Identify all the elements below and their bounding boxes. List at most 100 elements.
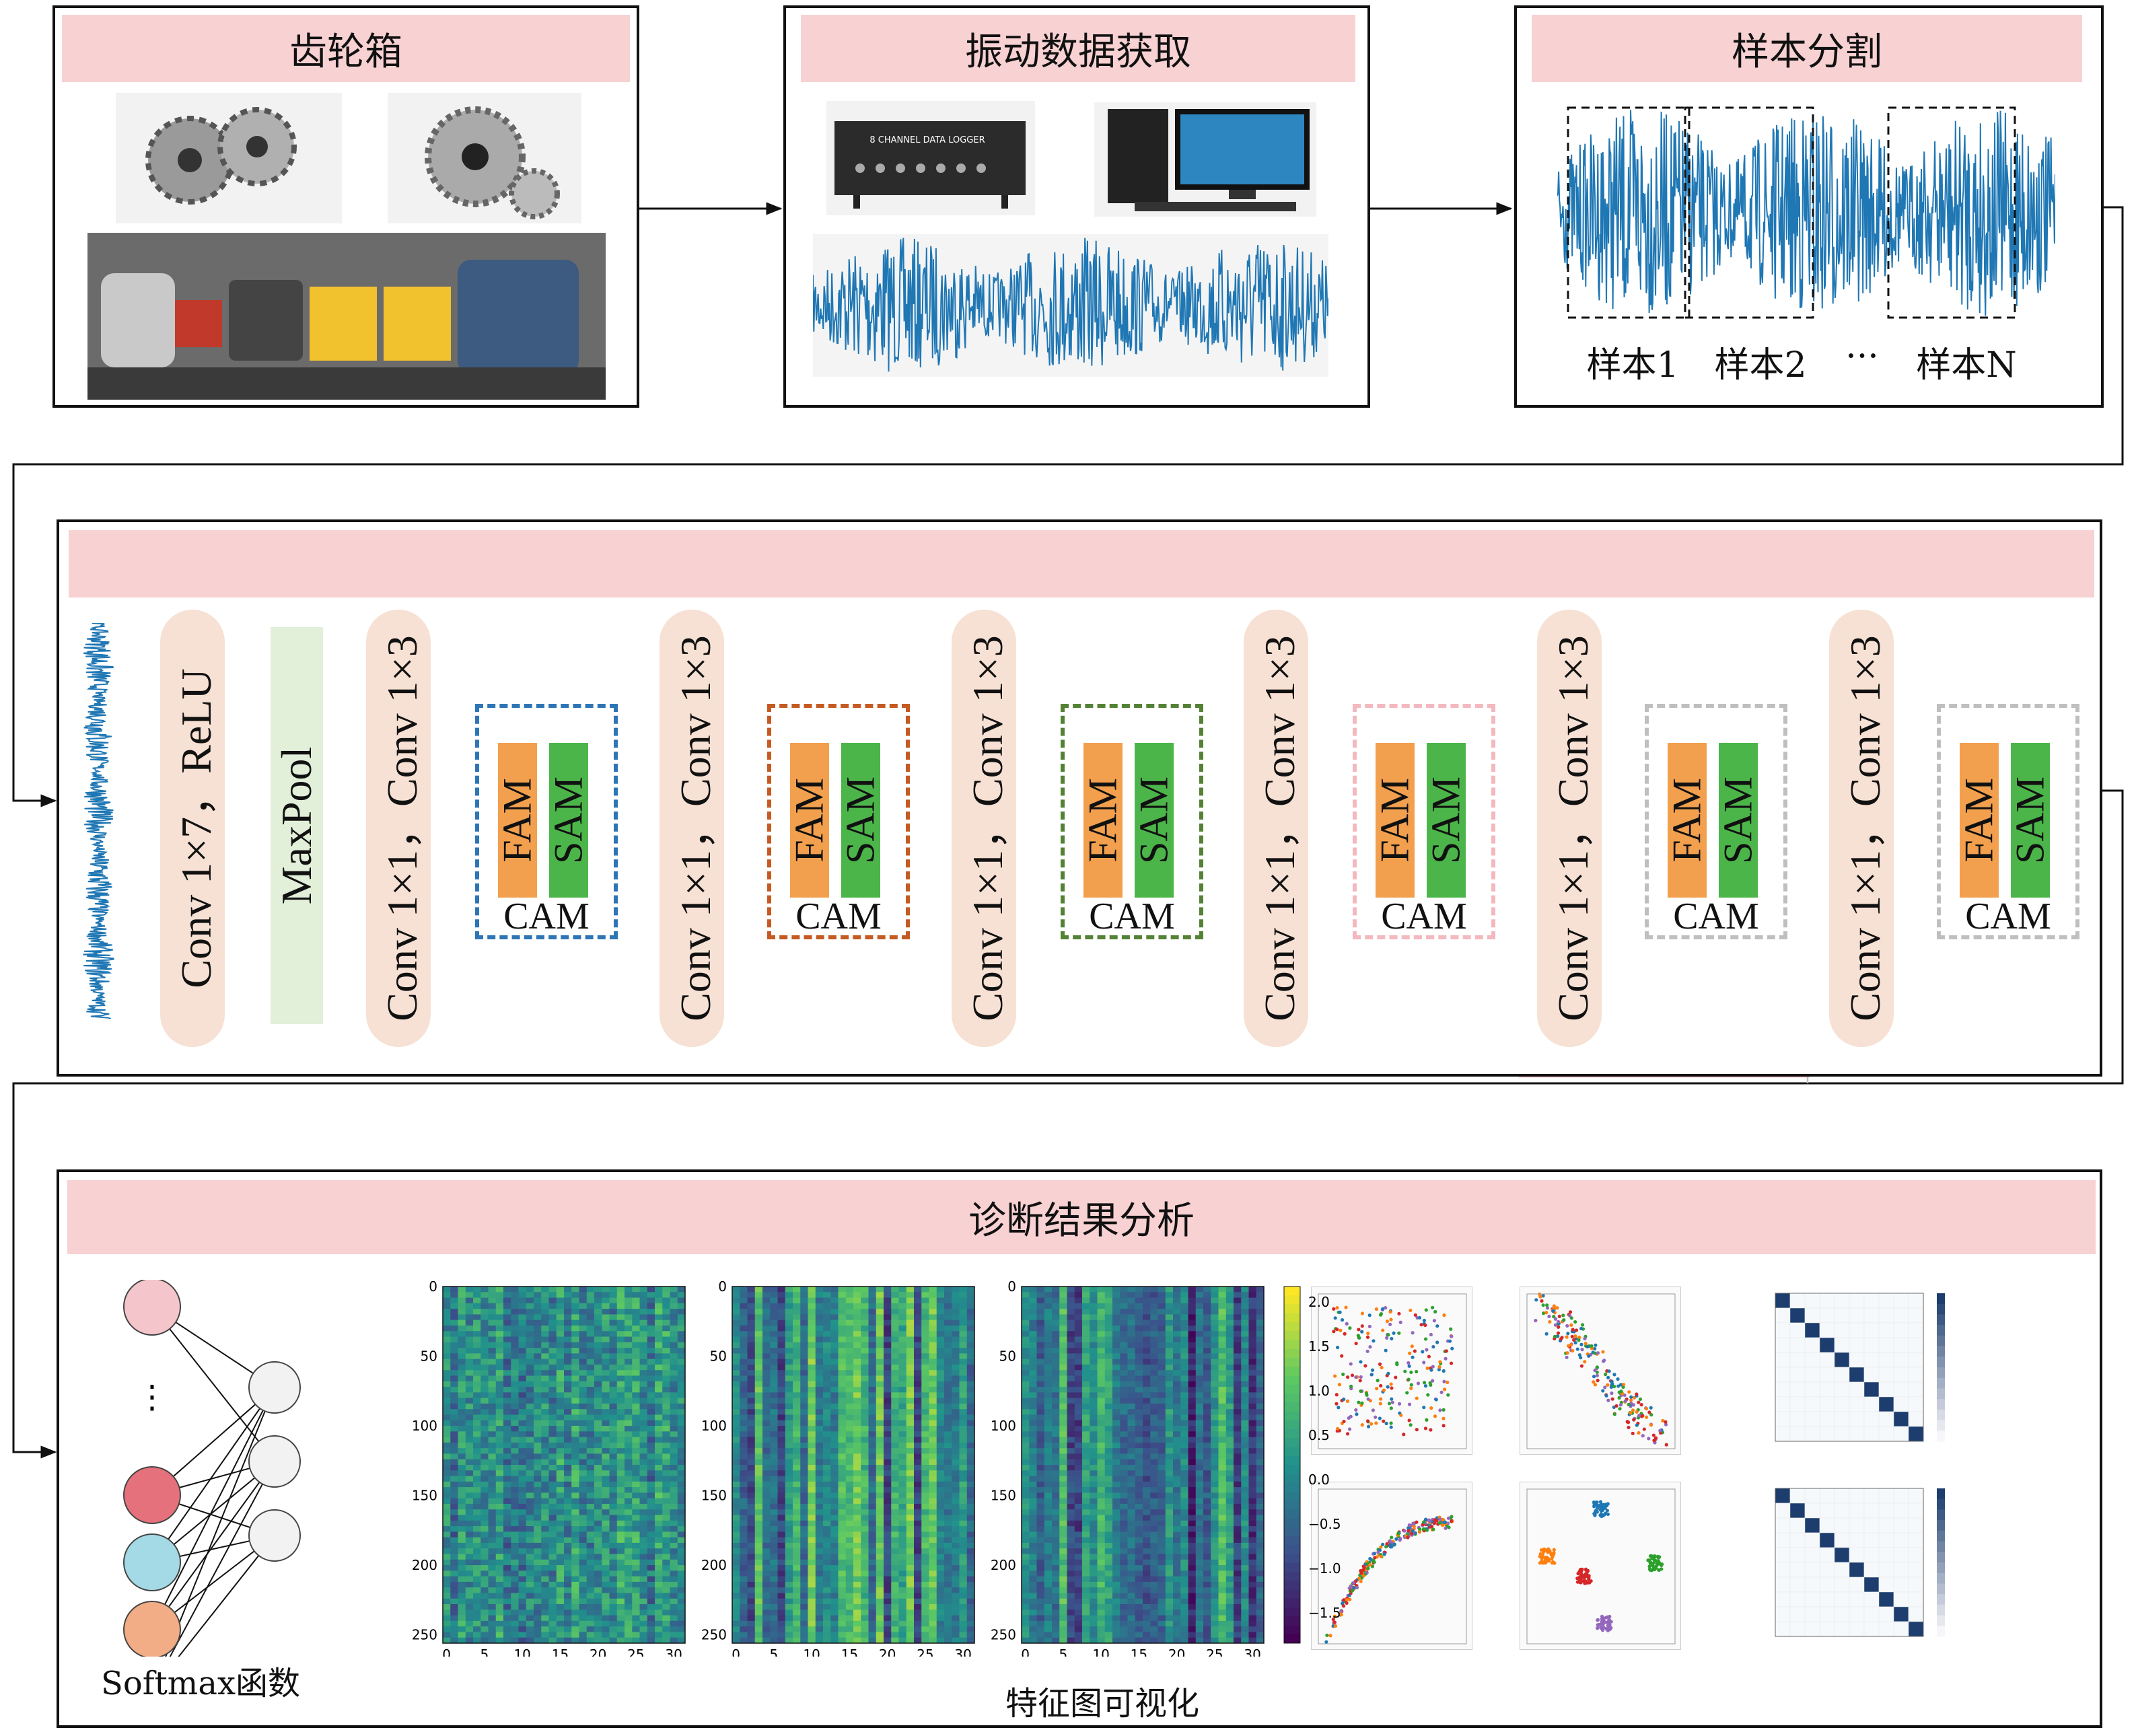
scatter-point	[1408, 1351, 1412, 1355]
matrix-cell	[1789, 1517, 1806, 1533]
scatter-point	[1432, 1319, 1437, 1323]
scatter-point	[1450, 1346, 1454, 1350]
scatter-point	[1421, 1350, 1425, 1354]
scatter-point	[1355, 1412, 1359, 1416]
scatter-point	[1409, 1308, 1413, 1313]
colorbar-tick-label: −1.5	[1308, 1605, 1341, 1621]
softmax-input-node	[123, 1601, 181, 1657]
scatter-point	[1394, 1537, 1398, 1541]
colorbar-tick-label: 2.0	[1308, 1294, 1330, 1310]
cam-block-1: FAM SAM CAM	[475, 704, 618, 939]
scatter-point	[1372, 1339, 1376, 1343]
scatter-point	[1446, 1380, 1450, 1384]
scatter-point	[1639, 1403, 1643, 1407]
scatter-point	[1556, 1331, 1561, 1335]
matrix-cell	[1878, 1606, 1894, 1622]
scatter-point	[1664, 1443, 1668, 1447]
scatter-point	[1653, 1555, 1657, 1559]
scatter-point	[1561, 1313, 1565, 1317]
scatter-point	[1344, 1305, 1348, 1309]
matrix-cell	[1863, 1307, 1880, 1324]
scatter-point	[1366, 1331, 1370, 1336]
scatter-point	[1612, 1384, 1616, 1389]
scatter-point	[1599, 1626, 1603, 1630]
scatter-point	[1373, 1556, 1377, 1560]
matrix-cell	[1863, 1293, 1880, 1309]
scatter-point	[1421, 1520, 1426, 1525]
scatter-point	[1335, 1328, 1339, 1332]
scatter-point	[1431, 1379, 1435, 1383]
scatter-point	[1367, 1313, 1372, 1317]
scatter-point	[1413, 1531, 1417, 1535]
scatter-point	[1539, 1548, 1544, 1552]
scatter-point	[1389, 1406, 1393, 1410]
scatter-point	[1538, 1295, 1542, 1299]
cam-label: CAM	[1089, 896, 1175, 937]
scatter-point	[1542, 1548, 1547, 1552]
matrix-cell	[1804, 1517, 1820, 1533]
scatter-point	[1541, 1552, 1545, 1556]
sam-module: SAM	[2008, 743, 2053, 898]
matrix-cell	[1804, 1621, 1820, 1637]
matrix-cell	[1789, 1411, 1806, 1427]
sam-module: SAM	[1716, 743, 1760, 898]
sample-window-2	[1684, 106, 1814, 319]
scatter-point	[1562, 1318, 1566, 1322]
x-tick-label: 15	[1131, 1647, 1147, 1657]
scatter-point	[1566, 1332, 1570, 1336]
fam-module: FAM	[495, 743, 540, 898]
matrix-cell	[1775, 1307, 1791, 1324]
scatter-point	[1435, 1324, 1439, 1328]
acquisition-panel: 振动数据获取 8 CHANNEL DATA LOGGER	[783, 5, 1370, 408]
matrix-cell	[1834, 1503, 1850, 1519]
scatter-point	[1407, 1526, 1411, 1530]
matrix-cell	[1878, 1532, 1894, 1548]
scatter-point	[1652, 1438, 1656, 1442]
scatter-point	[1570, 1334, 1574, 1339]
scatter-point	[1595, 1373, 1599, 1377]
scatter-point	[1541, 1554, 1545, 1558]
colorbar-tick-label: 1.0	[1308, 1383, 1330, 1399]
conv-block-3: Conv 1×1，Conv 1×3	[1244, 610, 1308, 1047]
matrix-cell	[1863, 1337, 1880, 1353]
matrix-cell	[1908, 1293, 1924, 1309]
scatter-point	[1390, 1535, 1394, 1540]
matrix-cell	[1775, 1547, 1791, 1563]
scatter-point	[1337, 1406, 1341, 1410]
matrix-cell	[1908, 1322, 1924, 1338]
matrix-cell	[1789, 1337, 1806, 1353]
matrix-cell	[1863, 1547, 1880, 1563]
y-tick-label: 150	[991, 1488, 1016, 1504]
scatter-point	[1446, 1393, 1450, 1397]
scatter-point	[1586, 1344, 1590, 1348]
matrix-cell	[1849, 1503, 1865, 1519]
scatter-point	[1345, 1375, 1350, 1379]
cam-label: CAM	[795, 896, 882, 937]
matrix-cell	[1893, 1547, 1909, 1563]
scatter-point	[1606, 1398, 1610, 1402]
scatter-point	[1325, 1633, 1329, 1637]
scatter-point	[1622, 1383, 1626, 1387]
x-tick-label: 20	[879, 1647, 896, 1657]
scatter-point	[1363, 1364, 1367, 1368]
tsne-plot-3	[1311, 1482, 1472, 1650]
scatter-point	[1410, 1344, 1414, 1348]
scatter-point	[1409, 1370, 1413, 1375]
cam-block-5: FAM SAM CAM	[1645, 704, 1787, 939]
scatter-point	[1379, 1554, 1383, 1558]
scatter-point	[1434, 1398, 1438, 1402]
matrix-cell	[1849, 1337, 1865, 1353]
matrix-cell	[1908, 1577, 1924, 1593]
scatter-point	[1596, 1626, 1600, 1630]
matrix-cell	[1878, 1322, 1894, 1338]
scatter-point	[1411, 1331, 1415, 1335]
scatter-point	[1571, 1328, 1575, 1332]
matrix-cell	[1849, 1547, 1865, 1563]
scatter-point	[1629, 1395, 1633, 1399]
scatter-point	[1595, 1365, 1599, 1369]
matrix-cell	[1789, 1621, 1806, 1637]
scatter-point	[1372, 1558, 1376, 1562]
y-tick-label: 50	[421, 1348, 437, 1365]
matrix-cell	[1908, 1503, 1924, 1519]
scatter-point	[1565, 1351, 1569, 1355]
